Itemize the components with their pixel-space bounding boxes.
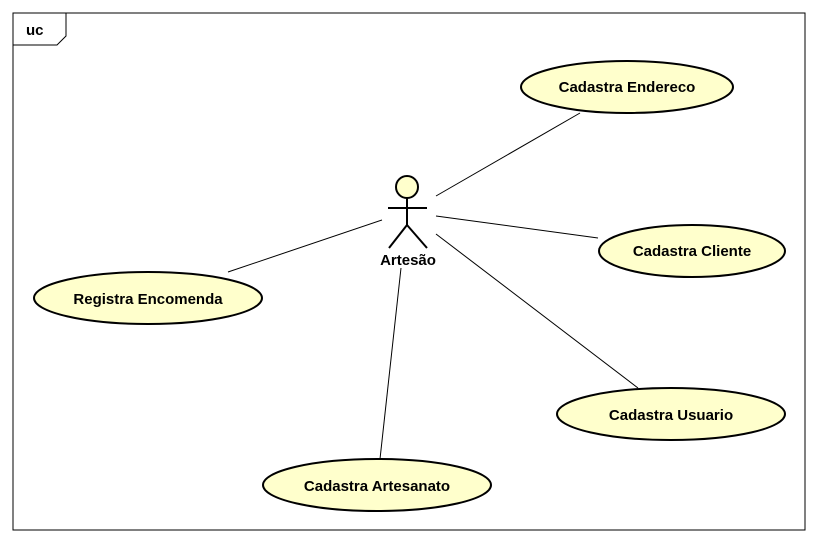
use-case-cadastra-usuario[interactable]: Cadastra Usuario [556,387,786,441]
use-case-ellipse [520,60,734,114]
association-encomenda [227,219,383,273]
use-case-registra-encomenda[interactable]: Registra Encomenda [33,271,263,325]
actor-head [395,175,419,199]
association-cliente [435,215,599,239]
use-case-ellipse [556,387,786,441]
association-usuario [435,233,639,389]
association-endereco [435,112,581,197]
use-case-label: Registra Encomenda [73,291,223,308]
use-case-label: Cadastra Artesanato [304,478,450,495]
frame-label: uc [26,22,44,39]
use-case-cadastra-artesanato[interactable]: Cadastra Artesanato [262,458,492,512]
use-case-ellipse [33,271,263,325]
actor-name: Artesão [380,252,436,269]
use-case-label: Cadastra Usuario [609,407,733,424]
use-case-label: Cadastra Endereco [559,79,696,96]
frame-tab [13,13,67,46]
actor-left-leg [388,224,408,249]
use-case-label: Cadastra Cliente [633,243,751,260]
actor-artesao[interactable]: Artesão [380,175,436,269]
use-case-ellipse [262,458,492,512]
use-case-ellipse [598,224,786,278]
association-artesanato [379,267,402,460]
use-case-cadastra-endereco[interactable]: Cadastra Endereco [520,60,734,114]
use-case-cadastra-cliente[interactable]: Cadastra Cliente [598,224,786,278]
actor-right-leg [406,224,428,249]
